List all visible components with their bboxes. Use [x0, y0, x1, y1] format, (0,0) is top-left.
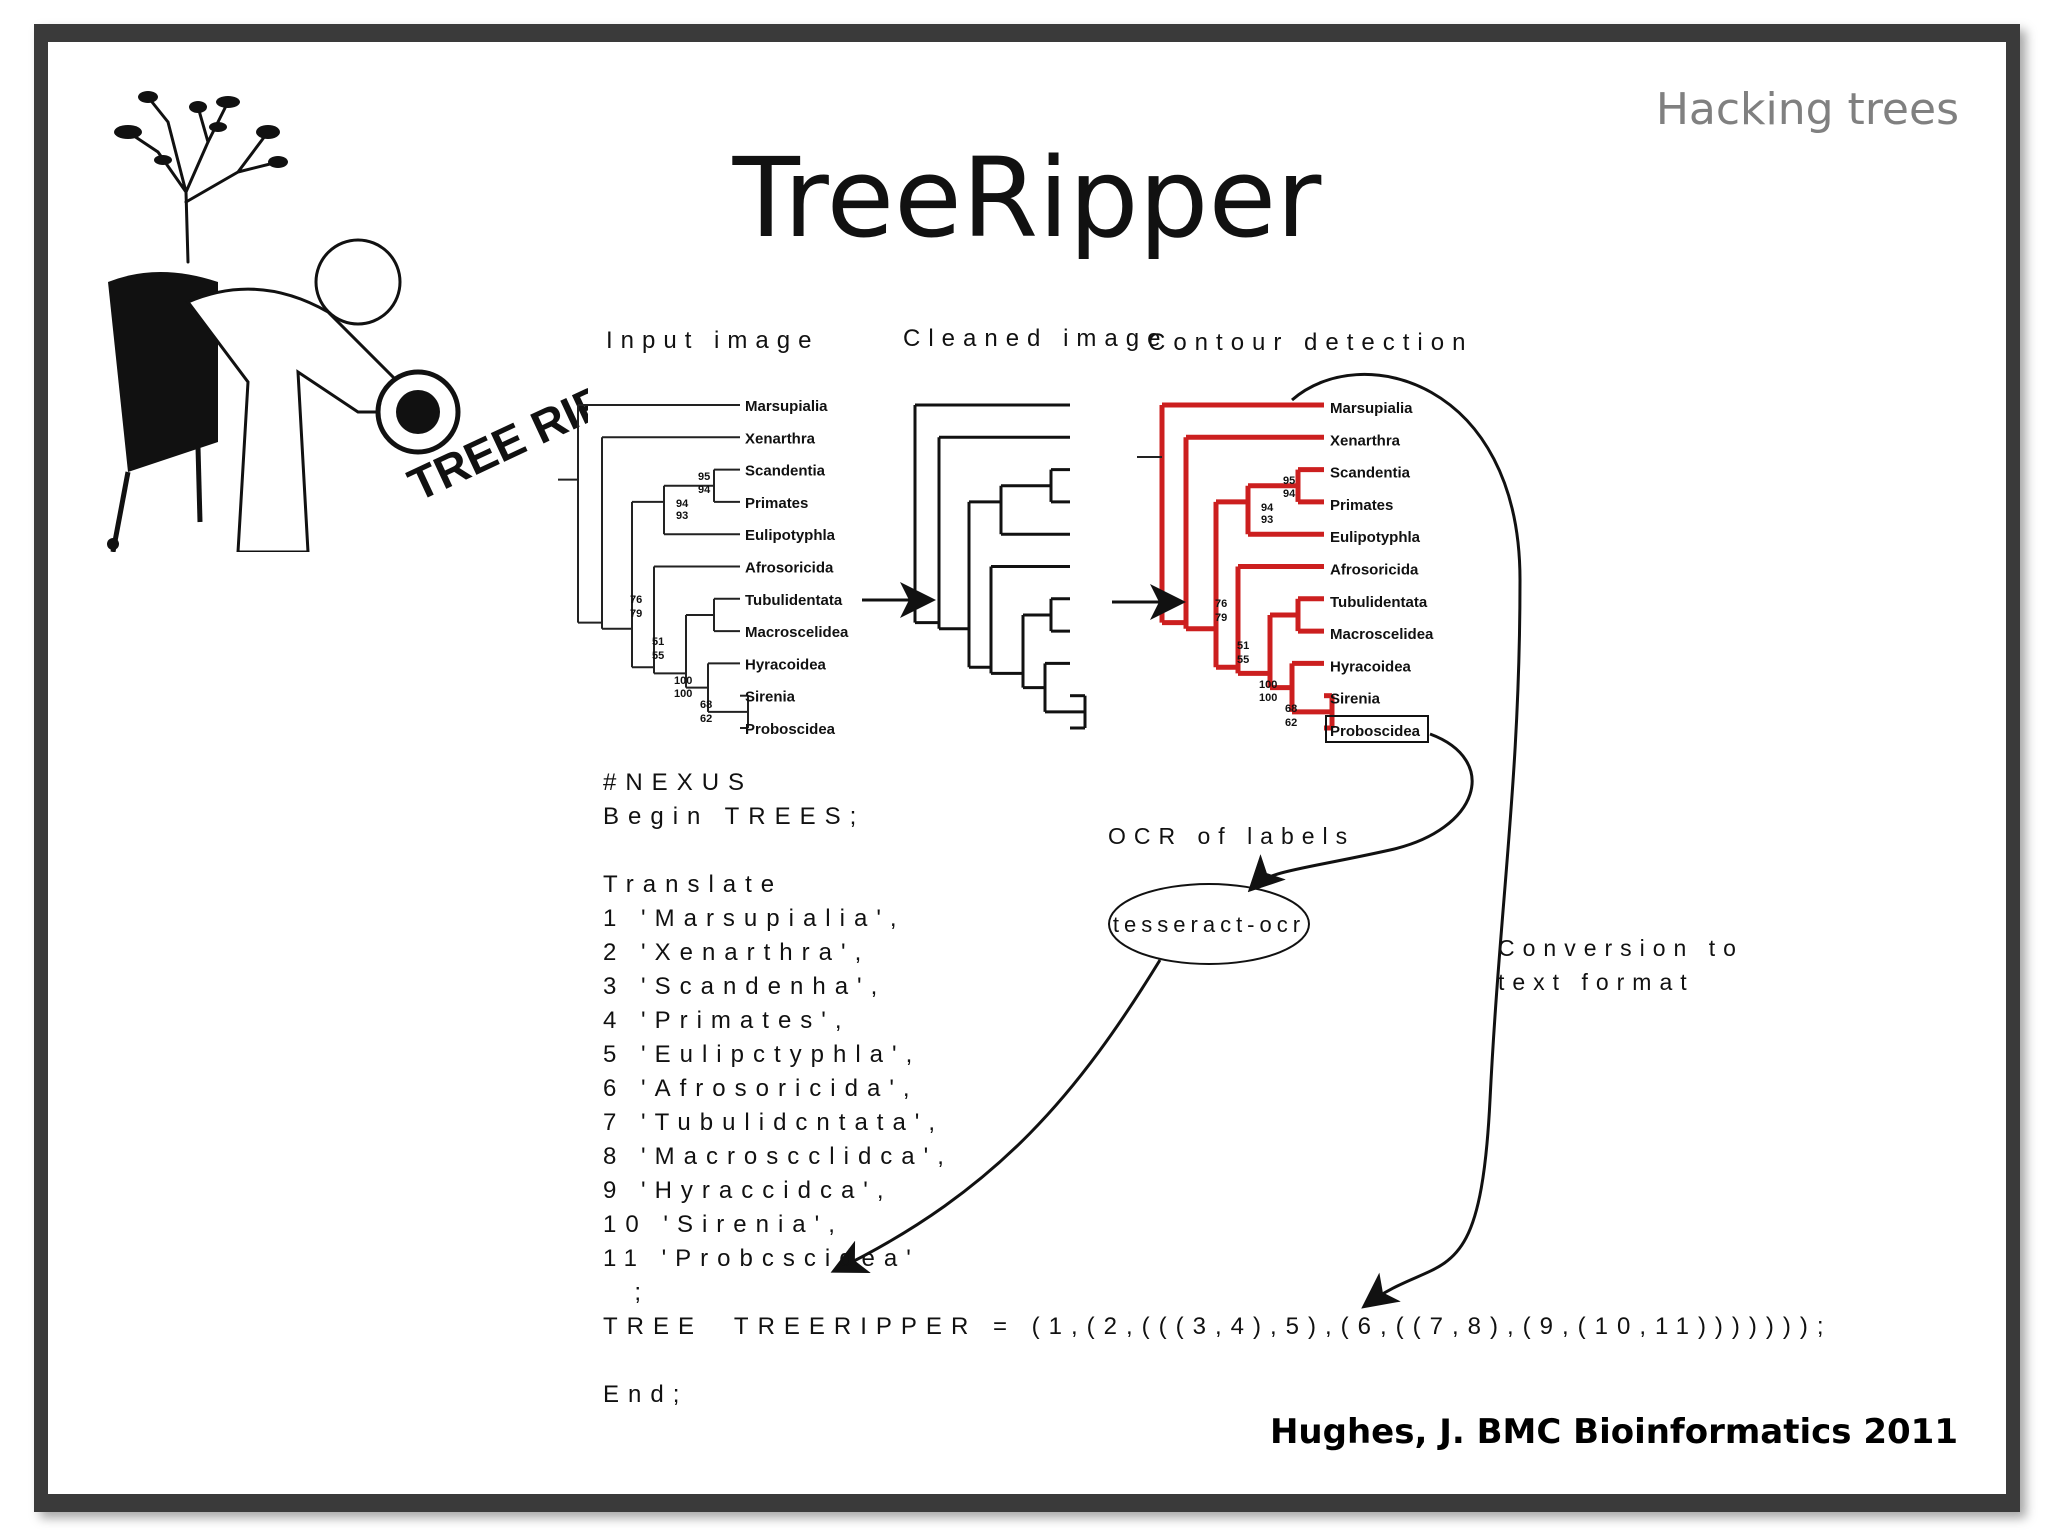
taxon-label-input: Marsupialia — [745, 398, 828, 415]
ocr-label: OCR of labels — [1108, 823, 1355, 849]
nexus-line: #NEXUS — [603, 769, 754, 796]
tree-ripper-illustration: TREE RIPPER — [107, 91, 588, 552]
support-value-contour: 55 — [1237, 654, 1249, 666]
nexus-line: 3 'Scandenha', — [603, 973, 887, 1000]
nexus-line: 10 'Sirenia', — [603, 1211, 844, 1238]
taxon-label-input: Macroscelidea — [745, 624, 849, 641]
taxon-label-contour: Macroscelidea — [1330, 626, 1434, 643]
support-value-input: 94 — [676, 498, 689, 510]
taxon-label-contour: Primates — [1330, 497, 1393, 514]
nexus-line: 6 'Afrosoricida', — [603, 1075, 919, 1102]
support-value-contour: 68 — [1285, 703, 1297, 715]
support-value-input: 55 — [652, 650, 664, 662]
support-value-contour: 62 — [1285, 717, 1297, 729]
taxon-label-input: Primates — [745, 495, 808, 512]
taxon-label-contour: Sirenia — [1330, 691, 1381, 708]
taxon-label-input: Afrosoricida — [745, 560, 834, 577]
taxon-label-input: Xenarthra — [745, 430, 816, 447]
support-value-contour: 95 — [1283, 475, 1295, 487]
taxon-label-contour: Hyracoidea — [1330, 658, 1412, 675]
support-value-input: 95 — [698, 471, 710, 483]
nexus-output: #NEXUS Begin TREES; Translate 1 'Marsupiali… — [603, 766, 1833, 1412]
conversion-label-line1: Conversion to — [1498, 935, 1744, 961]
nexus-line: 5 'Eulipctyphla', — [603, 1041, 922, 1068]
support-value-input: 100 — [674, 675, 692, 687]
slide-title: TreeRipper — [732, 134, 1322, 262]
arrow-ocr-to-nexus — [830, 959, 1162, 1274]
taxon-label-contour: Xenarthra — [1330, 432, 1401, 449]
citation: Hughes, J. BMC Bioinformatics 2011 — [1269, 1412, 1958, 1452]
support-value-contour: 100 — [1259, 679, 1277, 691]
support-value-input: 76 — [630, 594, 642, 606]
support-value-contour: 76 — [1215, 598, 1227, 610]
panel-heading-cleaned: Cleaned image — [903, 325, 1168, 352]
highlight-box-proboscidea — [1325, 715, 1429, 743]
nexus-line: 2 'Xenarthra', — [603, 939, 871, 966]
slide-subtitle: Hacking trees — [1655, 84, 1959, 135]
slide: Hacking trees TreeRipper TREE RIPPER Inp… — [48, 42, 2006, 1494]
support-value-input: 62 — [700, 713, 712, 725]
nexus-line: End; — [603, 1381, 689, 1408]
nexus-line: 11 'Probcscidea' — [603, 1245, 920, 1272]
taxon-label-contour: Marsupialia — [1330, 400, 1413, 417]
panel-heading-input: Input image — [606, 327, 819, 354]
support-value-input: 68 — [700, 699, 712, 711]
support-value-contour: 93 — [1261, 514, 1273, 526]
taxon-label-contour: Proboscidea — [1330, 723, 1421, 740]
conversion-label-line2: text format — [1498, 969, 1695, 995]
taxon-label-contour: Tubulidentata — [1330, 594, 1428, 611]
taxon-label-contour: Afrosoricida — [1330, 562, 1419, 579]
taxon-label-input: Sirenia — [745, 689, 796, 706]
support-value-contour: 51 — [1237, 640, 1249, 652]
taxon-label-contour: Eulipotyphla — [1330, 529, 1421, 546]
nexus-line: Begin TREES; — [603, 803, 866, 830]
support-value-input: 94 — [698, 484, 711, 496]
ocr-engine-label: tesseract-ocr — [1113, 912, 1305, 937]
panel-heading-contour: Contour detection — [1148, 329, 1473, 356]
taxon-label-input: Scandentia — [745, 463, 826, 480]
nexus-line: 1 'Marsupialia', — [603, 905, 906, 932]
taxon-label-input: Tubulidentata — [745, 592, 843, 609]
arrow-contour-to-newick — [1291, 372, 1522, 1309]
nexus-line — [603, 834, 1833, 868]
support-value-input: 51 — [652, 636, 664, 648]
arrow-proboscidea-to-ocr — [1247, 732, 1474, 893]
nexus-line: 8 'Macroscclidca', — [603, 1143, 953, 1170]
support-value-contour: 79 — [1215, 612, 1227, 624]
ocr-engine-ellipse — [1108, 883, 1310, 965]
nexus-line: ; — [603, 1279, 651, 1306]
support-value-input: 79 — [630, 608, 642, 620]
support-value-contour: 94 — [1283, 488, 1296, 500]
nexus-line: 7 'Tubulidcntata', — [603, 1109, 945, 1136]
nexus-line — [603, 1344, 1833, 1378]
nexus-line: TREE TREERIPPER = (1,(2,(((3,4),5),(6,((… — [603, 1313, 1833, 1340]
taxon-label-contour: Scandentia — [1330, 465, 1411, 482]
taxon-label-input: Hyracoidea — [745, 656, 827, 673]
taxon-label-input: Eulipotyphla — [745, 527, 836, 544]
nexus-line: 4 'Primates', — [603, 1007, 851, 1034]
support-value-input: 93 — [676, 510, 688, 522]
support-value-contour: 94 — [1261, 502, 1274, 514]
support-value-input: 100 — [674, 688, 692, 700]
nexus-line: Translate — [603, 871, 784, 898]
support-value-contour: 100 — [1259, 692, 1277, 704]
taxon-label-input: Proboscidea — [745, 721, 836, 738]
nexus-line: 9 'Hyraccidca', — [603, 1177, 893, 1204]
